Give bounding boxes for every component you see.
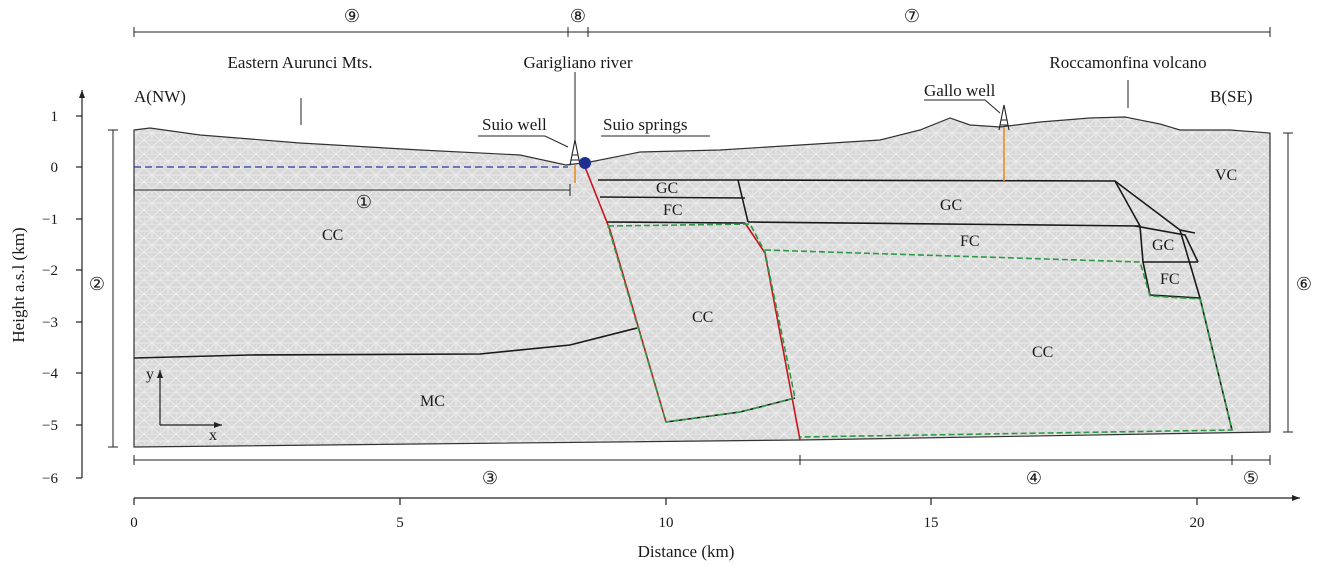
y-tick-neg5: −5 [42,418,58,434]
boundary-gc-fc-b [747,221,1141,227]
x-tick-15: 15 [924,515,939,531]
x-tick-5: 5 [396,515,404,531]
y-tick-0: 0 [51,160,59,176]
y-axis-ticks [76,115,82,479]
gallo-well-label: Gallo well [924,81,996,100]
garigliano-label: Garigliano river [523,53,632,72]
x-tick-0: 0 [130,515,138,531]
local-y-label: y [146,366,154,383]
fault-mid-black [737,179,749,223]
y-tick-1: 1 [51,109,59,125]
circled-8: ⑧ [570,6,586,26]
zone-gc-c: GC [1152,237,1174,254]
top-dimension-lines [133,27,1271,37]
zone-fc-a: FC [663,202,683,219]
local-xy-axes [157,370,222,428]
roccamonfina-label: Roccamonfina volcano [1049,53,1206,72]
zone-fc-c: FC [1160,271,1180,288]
fault-right-black [1114,180,1151,296]
y-axis-label: Height a.s.l (km) [9,227,28,342]
zone-cc-right: CC [1032,344,1053,361]
gallo-well-icon [998,104,1010,131]
fault-suio [584,166,667,423]
boundary-fc-cc-c [1149,294,1201,299]
green-boundary-a [607,223,796,423]
zone-vc: VC [1215,167,1237,184]
local-x-label: x [209,427,217,444]
bottom-dimension-lines [133,455,1271,465]
y-tick-neg6: −6 [42,471,58,487]
zone-gc-b: GC [940,197,962,214]
zone-cc-left: CC [322,227,343,244]
aurunci-label: Eastern Aurunci Mts. [228,53,373,72]
circled-4: ④ [1026,468,1042,488]
suio-well-icon [569,139,581,166]
model-domain [133,116,1271,448]
boundary-vc-gc [1134,225,1199,263]
circled-5: ⑤ [1243,468,1259,488]
suio-springs-label: Suio springs [603,115,688,134]
suio-springs-dot [579,157,591,169]
side-dimension-lines [108,129,1293,448]
zone-fc-b: FC [960,233,980,250]
zone-cc-mid: CC [692,309,713,326]
zone-gc-a: GC [656,180,678,197]
endpoint-b-label: B(SE) [1210,87,1253,106]
gallo-well-leader [924,99,1001,114]
endpoint-a-label: A(NW) [134,87,186,106]
circled-9: ⑨ [344,6,360,26]
boundary-fc-cc-a [605,221,746,224]
suio-well-leader [478,135,569,148]
y-tick-neg2: −2 [42,263,58,279]
x-axis-label: Distance (km) [638,542,735,561]
boundary-cc-mc-left [133,327,638,359]
green-boundary-b [764,249,1234,438]
x-tick-20: 20 [1190,515,1205,531]
x-tick-10: 10 [659,515,674,531]
circled-2: ② [89,274,105,294]
y-tick-neg4: −4 [42,366,58,382]
boundary-gc-fc-a [599,196,746,199]
zone-mc: MC [420,393,445,410]
suio-well-label: Suio well [482,115,547,134]
x-axis-ticks [133,498,1198,505]
circled-3: ③ [482,468,498,488]
y-tick-neg1: −1 [42,212,58,228]
y-tick-neg3: −3 [42,315,58,331]
circled-7: ⑦ [904,6,920,26]
circled-1: ① [356,192,372,212]
circled-6: ⑥ [1296,274,1312,294]
